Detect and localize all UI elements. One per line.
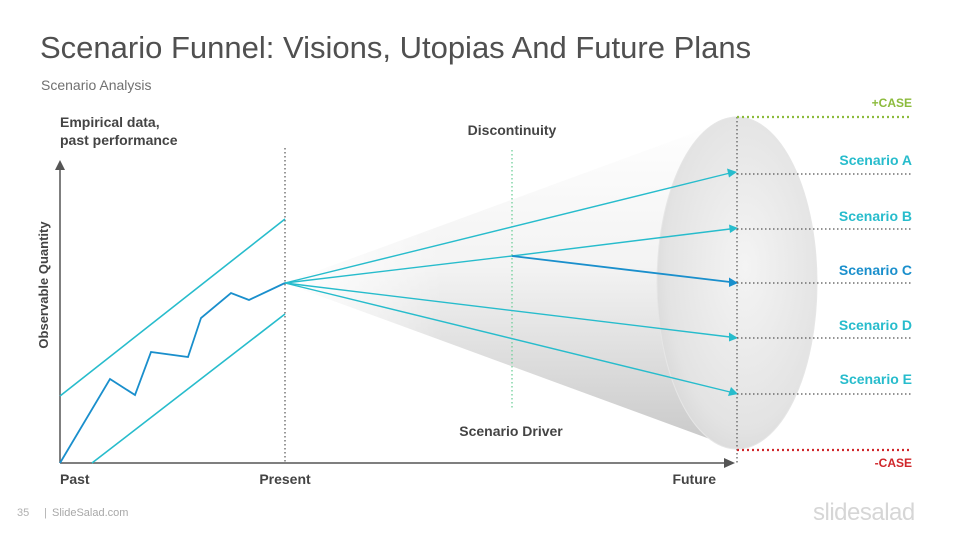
scenario-b-label: Scenario B (839, 208, 912, 224)
scenario-c-label: Scenario C (839, 262, 912, 278)
scenario-a-label: Scenario A (839, 152, 912, 168)
slide-subtitle: Scenario Analysis (41, 77, 152, 93)
scenario-d-label: Scenario D (839, 317, 912, 333)
chart-axes (55, 160, 735, 468)
empirical-label-line1: Empirical data, (60, 114, 160, 130)
scenario-e-arrow (284, 282, 731, 393)
footer-site-link[interactable]: SlideSalad.com (52, 507, 129, 519)
page-number: 35 (17, 507, 30, 519)
scenario-arrows (284, 168, 738, 396)
scenario-driver-label: Scenario Driver (459, 423, 563, 439)
scenario-e-label: Scenario E (840, 371, 912, 387)
scenario-c-arrow (511, 255, 731, 283)
scenario-d-arrow (284, 282, 731, 338)
x-label-future: Future (672, 471, 716, 487)
y-axis-label: Observable Quantity (36, 221, 51, 349)
minus-case-label: -CASE (875, 456, 912, 470)
plus-case-label: +CASE (872, 96, 912, 110)
discontinuity-label: Discontinuity (468, 122, 557, 138)
scenario-a-arrow (284, 172, 731, 284)
scenario-b-arrow (284, 255, 513, 284)
empirical-label-line2: past performance (60, 132, 178, 148)
x-label-present: Present (259, 471, 311, 487)
y-axis-arrow-icon (55, 160, 65, 170)
empirical-data-lines (59, 218, 286, 464)
scenario-level-lines (737, 173, 912, 395)
slide-title: Scenario Funnel: Visions, Utopias And Fu… (40, 30, 752, 65)
slidesalad-logo: slidesalad (813, 499, 915, 526)
footer-separator: | (44, 507, 47, 519)
x-axis-arrow-icon (724, 458, 735, 468)
x-label-past: Past (60, 471, 90, 487)
